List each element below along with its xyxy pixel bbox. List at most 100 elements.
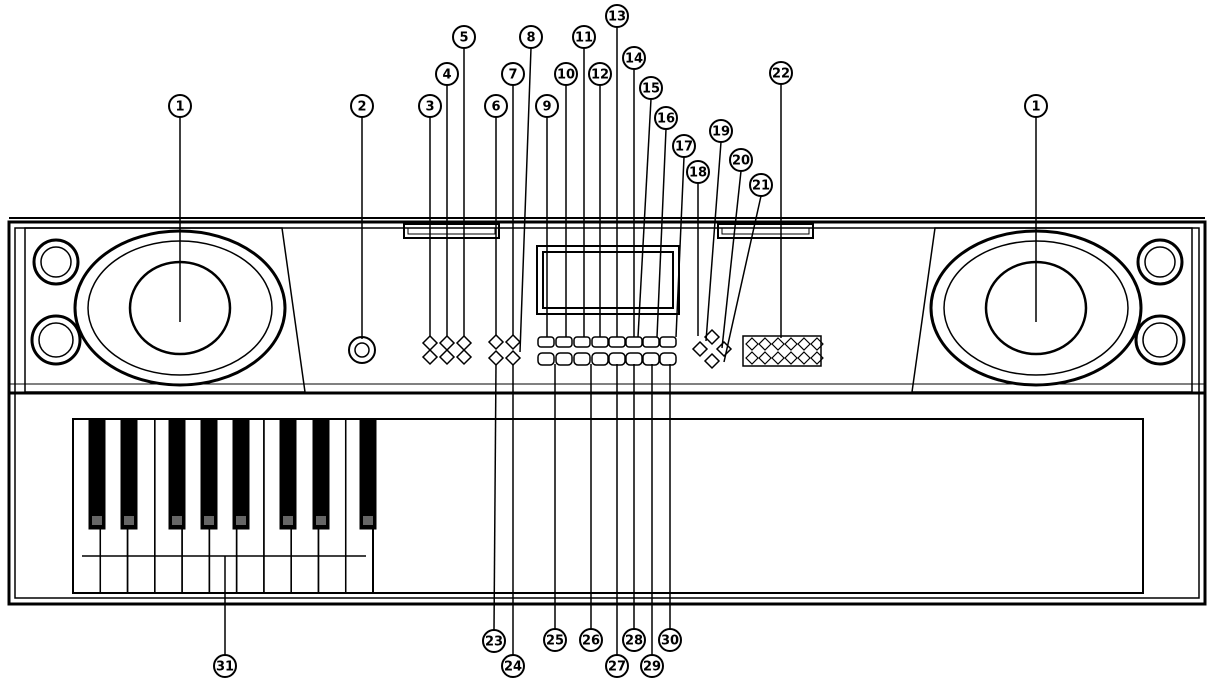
callout-circle	[213, 654, 237, 678]
black-key[interactable]	[88, 418, 106, 530]
diamond-button[interactable]	[455, 334, 473, 352]
leader-line	[637, 98, 652, 338]
black-key[interactable]	[200, 418, 218, 530]
black-keys	[88, 418, 377, 530]
black-key-tip	[92, 516, 102, 525]
black-key[interactable]	[359, 418, 377, 530]
leader-line	[723, 195, 762, 363]
function-button-bottom[interactable]	[555, 352, 573, 366]
callout-circle	[622, 46, 646, 70]
number-key[interactable]	[745, 337, 759, 351]
leader-line	[493, 363, 497, 631]
callout-circle	[350, 94, 374, 118]
keyboard-body	[7, 217, 1207, 606]
leader-line	[675, 156, 685, 338]
callout-number: 8	[526, 31, 535, 46]
number-key[interactable]	[758, 337, 772, 351]
callout-c20: 20	[729, 148, 753, 172]
diamond-button[interactable]	[691, 340, 709, 358]
callout-circle	[749, 173, 773, 197]
black-key-tip	[204, 516, 214, 525]
diamond-button[interactable]	[455, 348, 473, 366]
callout-circle	[729, 148, 753, 172]
callout-c15: 15	[639, 76, 663, 100]
diamond-button[interactable]	[715, 340, 733, 358]
function-button-top[interactable]	[642, 336, 660, 348]
callout-number: 14	[625, 52, 643, 67]
black-key[interactable]	[120, 418, 138, 530]
black-key-tip	[172, 516, 182, 525]
diamond-button[interactable]	[421, 348, 439, 366]
diamond-button[interactable]	[487, 349, 505, 367]
number-key[interactable]	[797, 351, 811, 365]
function-button-bottom[interactable]	[573, 352, 591, 366]
function-button-bottom[interactable]	[659, 352, 677, 366]
diamond-button[interactable]	[438, 334, 456, 352]
diamond-button[interactable]	[421, 334, 439, 352]
diamond-button[interactable]	[438, 348, 456, 366]
function-button-bottom[interactable]	[608, 352, 626, 366]
function-button-top[interactable]	[659, 336, 677, 348]
callout-number: 30	[661, 634, 679, 649]
number-key[interactable]	[810, 351, 824, 365]
black-key[interactable]	[232, 418, 250, 530]
black-key[interactable]	[312, 418, 330, 530]
callout-c7: 7	[501, 62, 525, 86]
function-button-top[interactable]	[625, 336, 643, 348]
black-key-tip	[283, 516, 293, 525]
function-button-bottom[interactable]	[591, 352, 609, 366]
number-key[interactable]	[771, 351, 785, 365]
callout-number: 10	[557, 68, 575, 83]
callout-circle	[543, 628, 567, 652]
number-key[interactable]	[797, 337, 811, 351]
diamond-button-group	[421, 328, 733, 370]
callout-c24: 24	[501, 654, 525, 678]
number-key[interactable]	[745, 351, 759, 365]
number-key[interactable]	[784, 337, 798, 351]
leader-line	[656, 128, 667, 338]
black-key[interactable]	[168, 418, 186, 530]
callout-circle	[501, 62, 525, 86]
callout-number: 7	[508, 68, 517, 83]
left-speaker-panel	[24, 227, 306, 393]
diamond-button[interactable]	[504, 349, 522, 367]
callout-number: 25	[546, 634, 564, 649]
function-button-top[interactable]	[537, 336, 555, 348]
callout-circle	[622, 628, 646, 652]
callout-circle	[482, 629, 506, 653]
number-pad	[742, 335, 824, 367]
function-button-top[interactable]	[608, 336, 626, 348]
right-speaker-panel	[911, 227, 1193, 393]
function-button-bottom[interactable]	[642, 352, 660, 366]
black-key-tip	[363, 516, 373, 525]
callout-circle	[658, 628, 682, 652]
callout-number: 28	[625, 634, 643, 649]
diamond-button[interactable]	[487, 333, 505, 351]
diamond-button[interactable]	[703, 328, 721, 346]
headphone-jack[interactable]	[348, 336, 376, 364]
function-button-top[interactable]	[573, 336, 591, 348]
function-button-top[interactable]	[555, 336, 573, 348]
callout-circle	[579, 628, 603, 652]
callout-c10: 10	[554, 62, 578, 86]
black-key-tip	[236, 516, 246, 525]
number-key[interactable]	[771, 337, 785, 351]
number-key[interactable]	[810, 337, 824, 351]
callout-number: 18	[689, 166, 707, 181]
callout-number: 19	[712, 125, 730, 140]
black-key[interactable]	[279, 418, 297, 530]
callout-circle	[484, 94, 508, 118]
callout-c2: 2	[350, 94, 374, 118]
number-key[interactable]	[758, 351, 772, 365]
function-button-bottom[interactable]	[625, 352, 643, 366]
function-button-top[interactable]	[591, 336, 609, 348]
number-key[interactable]	[784, 351, 798, 365]
callout-number: 3	[425, 100, 434, 115]
callout-number: 22	[772, 67, 790, 82]
function-button-bottom[interactable]	[537, 352, 555, 366]
top-slot-right	[717, 223, 814, 239]
leader-line	[721, 170, 742, 349]
diamond-button[interactable]	[504, 333, 522, 351]
callout-number: 16	[657, 112, 675, 127]
diamond-button[interactable]	[703, 352, 721, 370]
